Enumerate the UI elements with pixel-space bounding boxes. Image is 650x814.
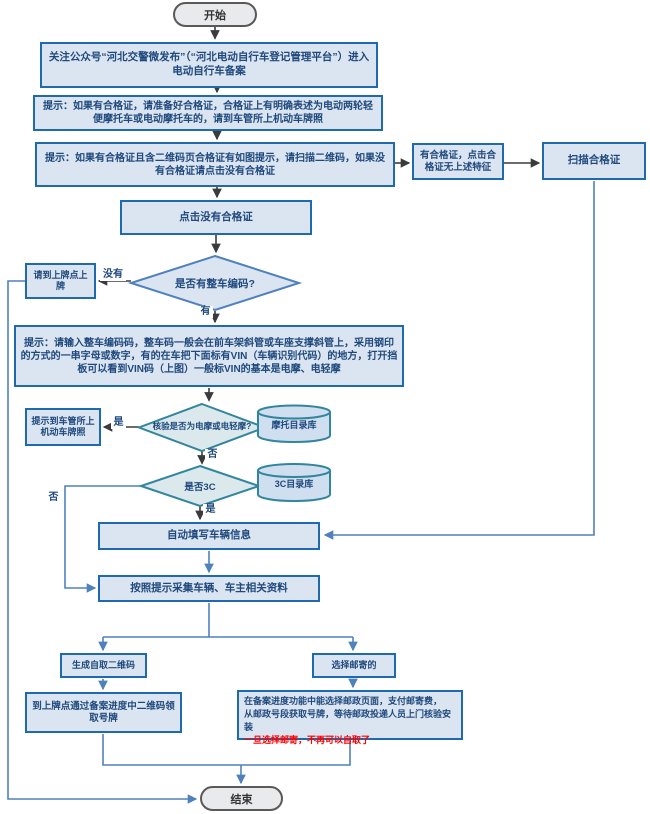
mail-detail-line2: 从邮政号段获取号牌，等待邮政投递人员上门核验安装 — [244, 709, 452, 733]
3c-database-cylinder — [257, 463, 331, 502]
node-auto-fill-vehicle-info: 自动填写车辆信息 — [98, 522, 320, 550]
decision-moto-shape — [136, 402, 268, 453]
node-tip-vin: 提示：请输入整车编码码，整车码一般会在前车架斜管或车座支撑斜管上，采用钢印的方式… — [14, 325, 404, 387]
edge-label-no-moto: 否 — [205, 449, 220, 461]
end-label: 结束 — [230, 793, 253, 806]
routed-connectors — [7, 181, 595, 804]
node-tip-qr-page: 提示：如果有合格证且含二维码页合格证有如图提示，请扫描二维码，如果没有合格证请点… — [35, 142, 395, 187]
edge-label-yes-moto: 是 — [111, 417, 126, 429]
edge-label-yes-3c: 是 — [203, 504, 218, 516]
node-has-cert-no-feature: 有合格证，点击合格证无上述特征 — [412, 143, 504, 180]
decision-vehicle-code-shape — [127, 254, 303, 312]
node-collect-info: 按照提示采集车辆、车主相关资料 — [98, 575, 320, 602]
node-scan-certificate: 扫描合格证 — [542, 142, 646, 180]
node-tip-certificate: 提示：如果有合格证，请准备好合格证，合格证上有明确表述为电动两轮轻便摩托车或电动… — [33, 95, 383, 131]
node-go-plate-point: 请到上牌点上牌 — [25, 263, 96, 299]
decision-3c-shape — [137, 464, 263, 508]
node-follow-official-account: 关注公众号“河北交警微发布”（“河北电动自行车登记管理平台”）进入电动自行车备案 — [40, 42, 378, 88]
node-mail-detail: 在备案进度功能中能选择邮政页面，支付邮寄费， 从邮政号段获取号牌，等待邮政投递人… — [237, 690, 463, 745]
dark-connectors — [97, 27, 541, 521]
end-terminator: 结束 — [200, 786, 283, 811]
start-terminator: 开始 — [173, 2, 257, 27]
edge-label-no-3c: 否 — [46, 492, 61, 504]
edge-label-no-code: 没有 — [100, 269, 126, 281]
node-click-no-certificate: 点击没有合格证 — [120, 200, 312, 235]
node-tip-dmv-plate: 提示到车管所上机动车牌照 — [25, 408, 101, 446]
start-label: 开始 — [204, 9, 226, 22]
node-pickup-plate: 到上牌点通过备案进度中二维码领取号牌 — [25, 692, 182, 733]
node-generate-pickup-qr: 生成自取二维码 — [60, 653, 147, 678]
edge-label-has-code: 有 — [198, 306, 213, 318]
moto-database-cylinder — [257, 404, 331, 443]
node-choose-mail: 选择邮寄的 — [312, 653, 396, 678]
mail-detail-line1: 在备案进度功能中能选择邮政页面，支付邮寄费， — [244, 696, 443, 706]
mail-warning: 一旦选择邮寄，不再可以自取了 — [244, 735, 371, 746]
